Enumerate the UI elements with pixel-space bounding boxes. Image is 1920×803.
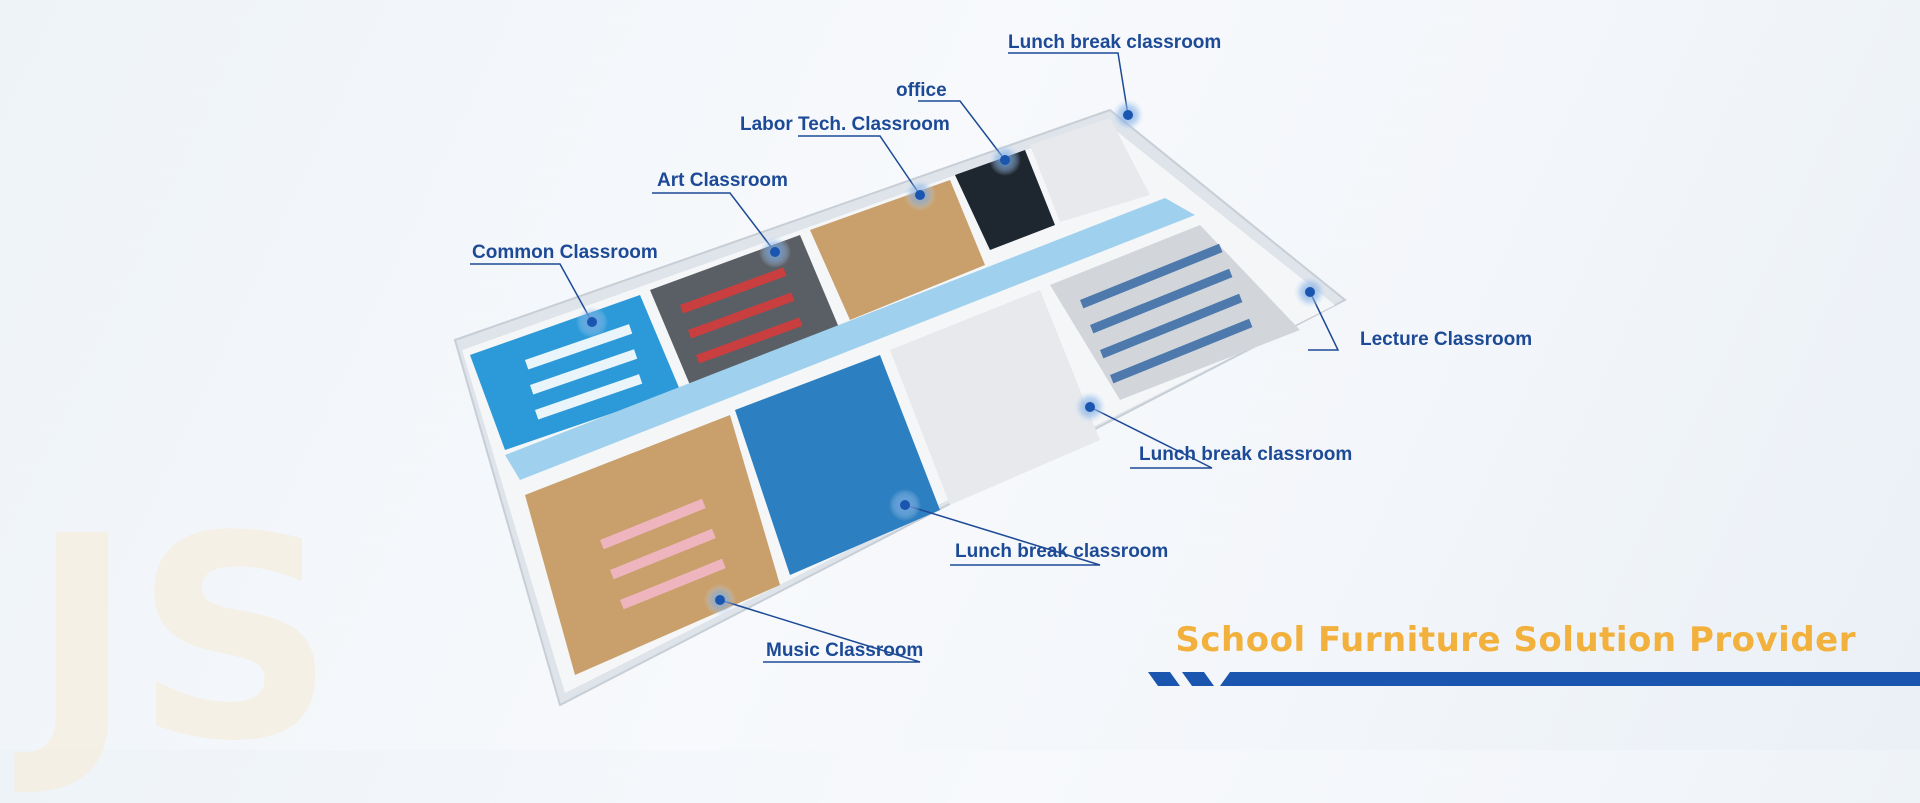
furniture-lecture (1080, 243, 1253, 384)
room-office-floor (955, 150, 1055, 250)
label-lunch-break-top: Lunch break classroom (1008, 32, 1222, 53)
background-watermark: JS (30, 477, 336, 803)
room-lunch-top-floor (1030, 118, 1150, 222)
hotspot-common-core (587, 317, 597, 327)
hotspot-art-core (770, 247, 780, 257)
hotspot-dots (576, 99, 1326, 616)
hotspot-lunch-break-top-core (1123, 110, 1133, 120)
hotspot-lunch-break-low-core (900, 500, 910, 510)
floor-plan-illustration (453, 52, 1920, 707)
label-music: Music Classroom (766, 640, 924, 661)
label-labor-tech: Labor Tech. Classroom (740, 114, 950, 135)
hotspot-lunch-break-mid-core (1085, 402, 1095, 412)
label-art: Art Classroom (657, 170, 788, 191)
hotspot-music-core (715, 595, 725, 605)
tagline-accent-stripes (1148, 672, 1920, 686)
furniture-music (600, 498, 726, 610)
label-lunch-break-mid: Lunch break classroom (1139, 444, 1353, 465)
room-lunch-mid-floor (890, 290, 1100, 505)
school-floor-plan-banner: JS (30, 32, 1920, 780)
hotspot-labor-tech-core (915, 190, 925, 200)
hotspot-lecture-core (1305, 287, 1315, 297)
corridor-strip (505, 198, 1195, 480)
hotspot-office-core (1000, 155, 1010, 165)
label-lecture: Lecture Classroom (1360, 329, 1533, 350)
room-lunch-low-floor (735, 355, 940, 575)
furniture-common (525, 324, 643, 420)
label-lunch-break-low: Lunch break classroom (955, 541, 1169, 562)
label-common: Common Classroom (472, 242, 658, 263)
room-labor-floor (810, 180, 985, 320)
leader-lines (470, 52, 1340, 663)
room-lecture-floor (1050, 225, 1300, 400)
furniture-art (680, 267, 803, 364)
tagline: School Furniture Solution Provider (1175, 620, 1856, 660)
label-office: office (896, 80, 947, 101)
